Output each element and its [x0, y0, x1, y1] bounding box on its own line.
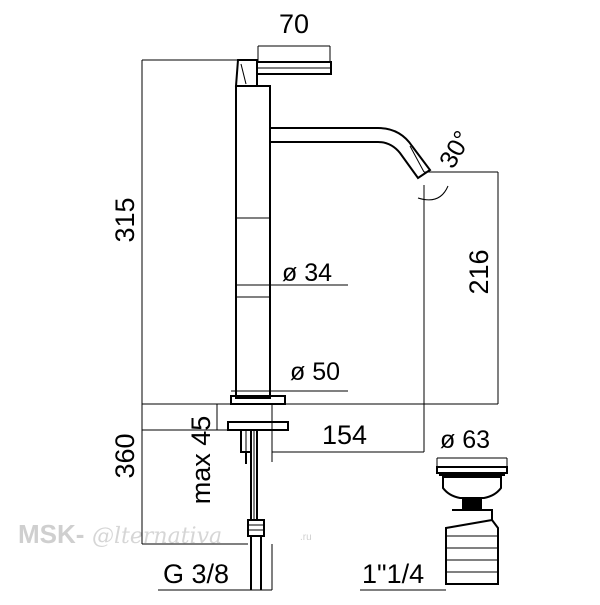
- label-base-diameter: ø 50: [290, 358, 340, 386]
- drain-flange: [436, 466, 508, 474]
- dimension-labels: 70 315 30° 216 ø 34 ø 50 154 360 max 45 …: [110, 9, 494, 589]
- dimension-lines: [141, 45, 508, 591]
- label-spout-reach: 154: [322, 420, 367, 450]
- fixing-assembly: [227, 421, 289, 590]
- watermark: MSK- @lternativa .ru: [18, 519, 312, 549]
- faucet-body: [230, 59, 432, 405]
- drain-plug: [442, 476, 502, 499]
- dim-angle-arc: [417, 185, 449, 201]
- label-spout-height: 216: [464, 249, 494, 294]
- handle-cap: [234, 59, 258, 87]
- label-spout-angle: 30°: [434, 126, 477, 173]
- faucet-base: [230, 395, 286, 405]
- watermark-script: @lternativa: [92, 524, 222, 549]
- label-total-height: 315: [110, 197, 140, 242]
- label-drain-diameter: ø 63: [440, 426, 490, 454]
- label-below-deck: 360: [110, 433, 140, 478]
- label-top-width: 70: [279, 9, 309, 39]
- drain-body: [445, 509, 499, 585]
- dim-angle-ray: [409, 145, 425, 173]
- faucet-column: [235, 85, 271, 399]
- label-connection-thread: G 3/8: [163, 559, 229, 589]
- drain-assembly: [436, 466, 508, 585]
- drain-stem: [462, 497, 482, 511]
- hose-fitting: [247, 519, 265, 537]
- label-deck-thickness: max 45: [186, 416, 216, 505]
- watermark-domain: .ru: [300, 532, 312, 543]
- label-body-diameter: ø 34: [282, 259, 332, 287]
- fixing-plate: [227, 421, 289, 431]
- watermark-brand: MSK-: [18, 519, 84, 549]
- label-drain-thread: 1"1/4: [362, 559, 424, 589]
- spout: [270, 127, 432, 180]
